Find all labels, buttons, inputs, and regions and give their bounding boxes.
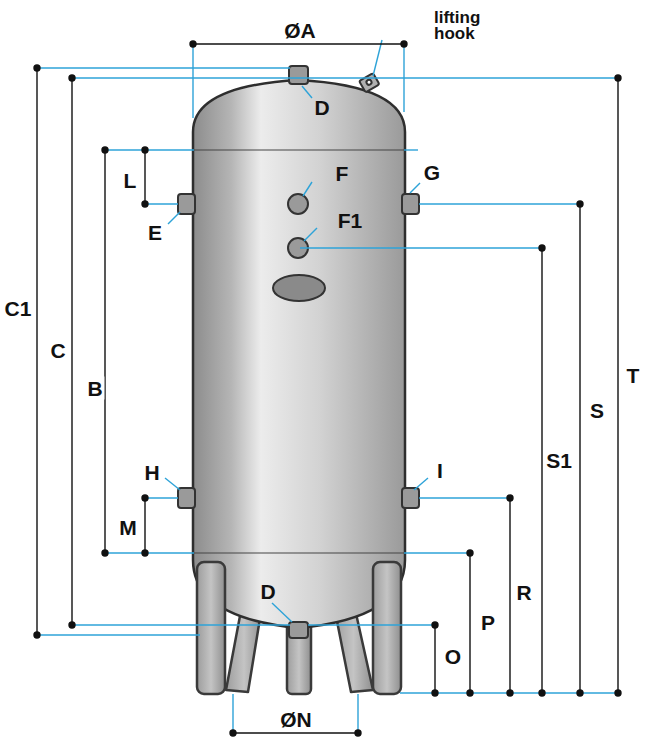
dimension-label: C1: [3, 297, 34, 320]
dimension-label: H: [142, 461, 161, 484]
dimension-label: B: [85, 377, 104, 400]
dimension-lines: [34, 41, 621, 736]
fittings: [178, 66, 419, 638]
dimension-label: D: [258, 580, 277, 603]
dimension-label: C: [48, 339, 67, 362]
dimension-label: L: [122, 169, 139, 192]
dimension-label: I: [435, 459, 445, 482]
dimension-label: G: [422, 161, 442, 184]
weld-seam: [194, 149, 404, 150]
reference-lines: [37, 40, 618, 733]
dimension-label: F1: [336, 209, 365, 232]
tank-legs: [197, 562, 401, 694]
dimension-label: F: [334, 162, 351, 185]
dimension-label: S: [588, 399, 606, 422]
dimension-label: P: [479, 611, 497, 634]
dimension-label: O: [443, 645, 463, 668]
dimension-label: ØN: [278, 708, 314, 731]
tank-shell: [193, 80, 405, 628]
dimension-label: D: [312, 96, 331, 119]
weld-seam: [194, 552, 404, 553]
dimension-label: E: [146, 221, 164, 244]
dimension-label: ØA: [282, 19, 318, 42]
part-label: lifting hook: [432, 9, 498, 43]
dimension-label: S1: [544, 449, 574, 472]
dimension-label: M: [117, 516, 139, 539]
dimension-label: R: [514, 581, 533, 604]
dimension-label: T: [625, 364, 642, 387]
